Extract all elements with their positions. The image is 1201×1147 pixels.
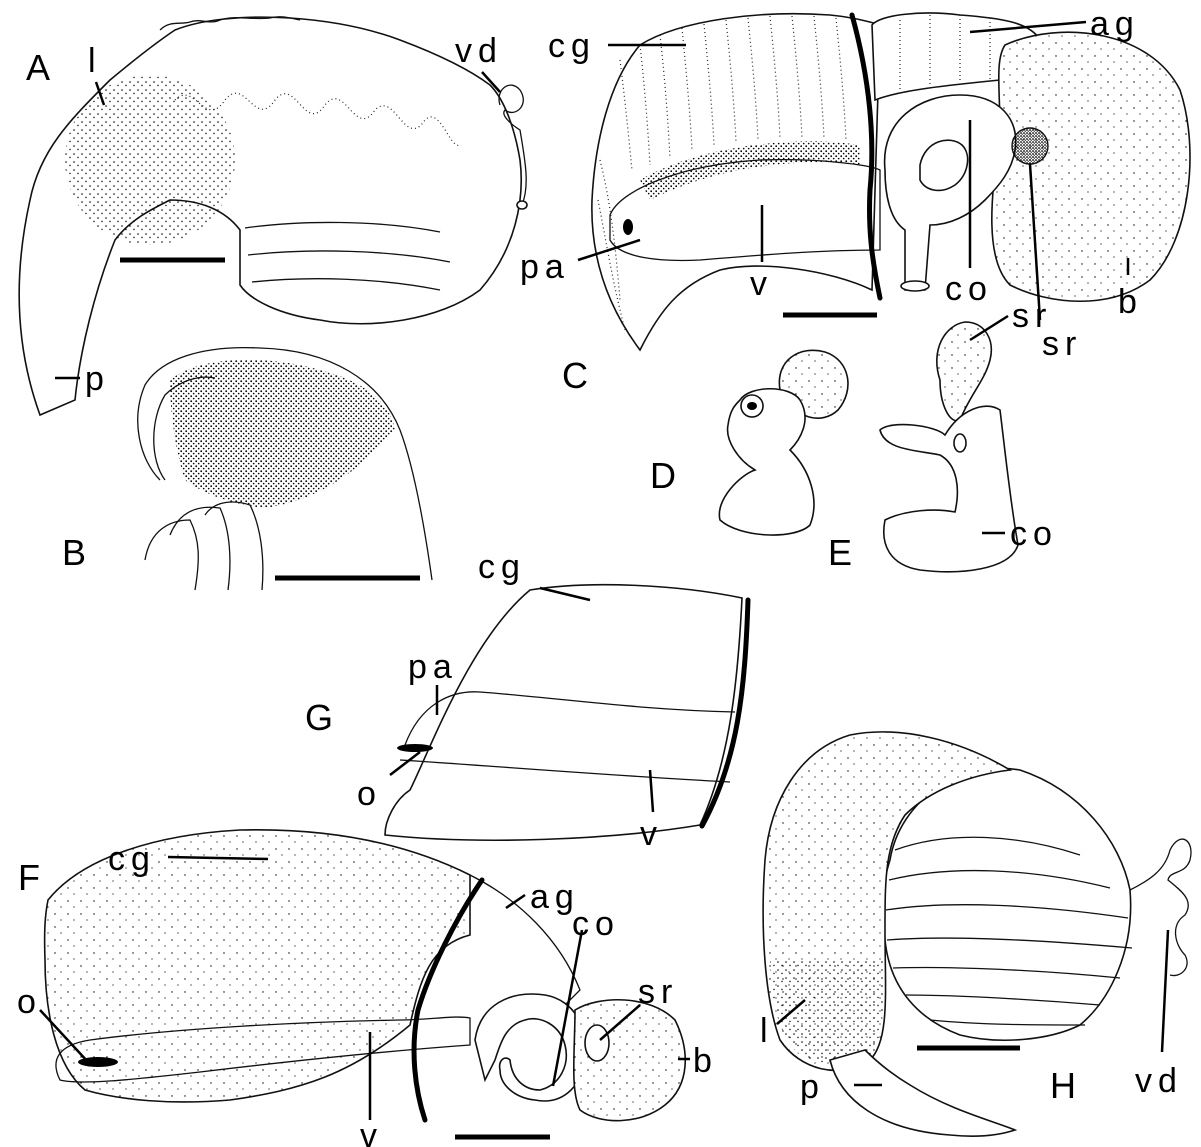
panel-e-pore — [954, 434, 966, 452]
panel-a-label-p: p — [85, 360, 110, 398]
panel-e-label-co: co — [1010, 515, 1058, 553]
panel-c-opening — [623, 219, 633, 235]
panel-h-letter: H — [1050, 1065, 1076, 1106]
panel-g-outline — [385, 585, 742, 840]
panel-f-label-sr: sr — [638, 973, 678, 1011]
panel-c-label-co: co — [945, 270, 993, 308]
panel-c-bursa-stipple — [992, 32, 1190, 301]
panel-f-label-v: v — [360, 1117, 383, 1147]
panel-d: D — [650, 350, 848, 535]
panel-f-leader-ag — [506, 895, 525, 908]
panel-b-ridge-2 — [170, 507, 230, 590]
panel-f-label-b: b — [693, 1042, 718, 1080]
panel-c-duct-end — [901, 281, 929, 291]
panel-c-letter: C — [562, 355, 588, 396]
panel-f-coil — [475, 994, 586, 1101]
panel-d-duct — [719, 389, 814, 535]
panel-g-label-pa: pa — [408, 648, 458, 686]
panel-a-letter: A — [26, 47, 50, 88]
panel-a-label-l: l — [88, 42, 102, 80]
panel-c-capsule-gland — [592, 14, 880, 350]
panel-f-letter: F — [18, 857, 40, 898]
panel-h-vas-deferens — [1130, 839, 1191, 975]
panel-h-leader-vd — [1162, 930, 1168, 1052]
panel-g-label-cg: cg — [478, 548, 526, 586]
panel-f-label-co: co — [572, 905, 620, 943]
panel-b: B — [62, 348, 432, 590]
panel-h-label-p: p — [800, 1068, 825, 1106]
panel-c-label-cg: cg — [548, 27, 596, 65]
panel-c-label-v: v — [750, 265, 773, 303]
panel-e-duct — [880, 406, 1018, 572]
panel-b-stippled-region — [170, 360, 395, 508]
panel-g: cg pa o v G — [305, 548, 748, 853]
panel-e-letter: E — [828, 532, 852, 573]
panel-g-leader-o — [390, 752, 420, 775]
panel-c: cg ag pa v co b sr C — [520, 5, 1190, 396]
panel-h-ridged-coil — [882, 768, 1130, 1040]
panel-f-seminal-receptacle — [585, 1025, 609, 1061]
panel-g-letter: G — [305, 697, 333, 738]
panel-a-vd-end — [517, 201, 527, 209]
panel-c-seminal-receptacle — [1012, 128, 1048, 164]
panel-d-letter: D — [650, 455, 676, 496]
panel-h: l p vd H — [760, 732, 1191, 1136]
panel-g-label-v: v — [640, 815, 663, 853]
panel-a-stippled-mass — [65, 75, 235, 245]
panel-g-opening — [397, 744, 433, 752]
panel-f: cg ag co sr o b v F — [17, 830, 718, 1147]
panel-a-label-vd: vd — [455, 32, 503, 70]
panel-b-letter: B — [62, 532, 86, 573]
panel-e: sr co E — [828, 297, 1058, 573]
panel-e-label-sr: sr — [1012, 297, 1052, 335]
panel-h-label-l: l — [760, 1012, 774, 1050]
panel-f-label-o: o — [17, 983, 42, 1021]
panel-h-penis — [830, 1050, 1015, 1136]
panel-c-label-ag: ag — [1090, 5, 1140, 43]
panel-f-label-cg: cg — [108, 840, 156, 878]
panel-c-label-b: b — [1118, 283, 1143, 321]
panel-d-pore — [747, 402, 757, 410]
panel-h-label-vd: vd — [1135, 1062, 1183, 1100]
panel-g-label-o: o — [357, 775, 382, 813]
panel-b-ridge-3 — [205, 502, 263, 590]
panel-c-label-pa: pa — [520, 248, 570, 286]
panel-a: A l vd p — [19, 17, 527, 415]
